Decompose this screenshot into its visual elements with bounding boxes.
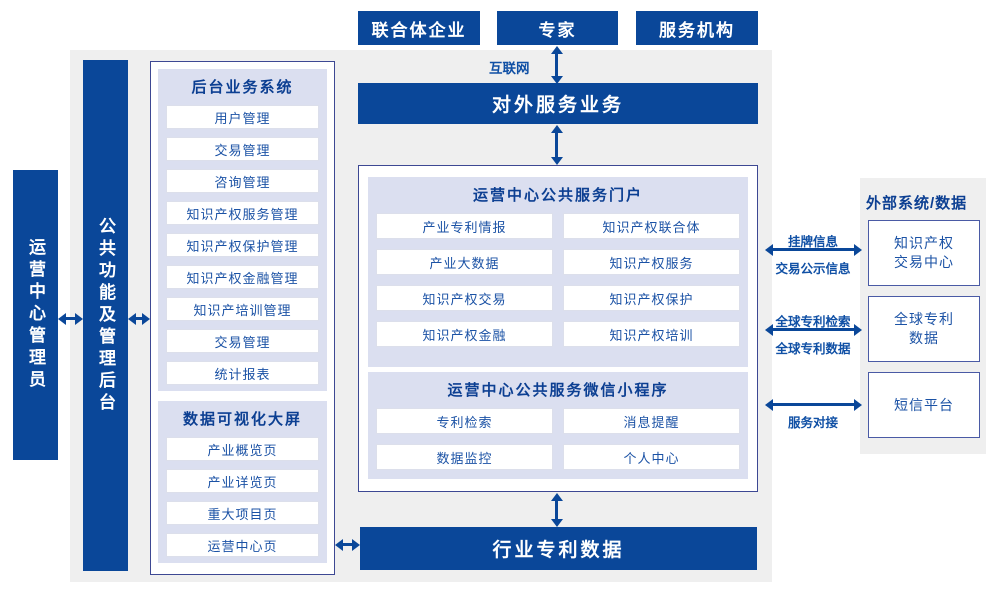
data-viz-panel: 数据可视化大屏 产业概览页 产业详览页 重大项目页 运营中心页 bbox=[158, 401, 327, 563]
node-experts: 专家 bbox=[497, 11, 618, 45]
portal-item: 知识产权联合体 bbox=[563, 213, 740, 239]
backend-item: 用户管理 bbox=[166, 105, 319, 129]
arrow-listing-icon bbox=[765, 243, 862, 256]
backend-item: 交易管理 bbox=[166, 329, 319, 353]
data-viz-item: 运营中心页 bbox=[166, 533, 319, 557]
global-patent-line1: 全球专利 bbox=[894, 311, 954, 327]
ip-trading-line1: 知识产权 bbox=[894, 235, 954, 251]
node-ip-trading-center: 知识产权 交易中心 bbox=[868, 220, 980, 286]
label-listing-info: 挂牌信息 bbox=[787, 235, 838, 249]
bar-external-service: 对外服务业务 bbox=[358, 83, 758, 124]
backend-system-panel: 后台业务系统 用户管理 交易管理 咨询管理 知识产权服务管理 知识产权保护管理 … bbox=[158, 69, 327, 391]
node-global-patent-data: 全球专利 数据 bbox=[868, 296, 980, 362]
internet-label: 互联网 bbox=[489, 61, 530, 76]
miniprogram-panel: 运营中心公共服务微信小程序 专利检索 消息提醒 数据监控 个人中心 bbox=[368, 372, 748, 479]
portal-item: 产业大数据 bbox=[376, 249, 553, 275]
portal-item: 知识产权服务 bbox=[563, 249, 740, 275]
node-sms-platform: 短信平台 bbox=[868, 372, 980, 438]
portal-item: 知识产权金融 bbox=[376, 321, 553, 347]
arrow-service-connect-icon bbox=[765, 398, 862, 411]
portal-item: 知识产权保护 bbox=[563, 285, 740, 311]
global-patent-line2: 数据 bbox=[909, 330, 939, 346]
portal-item: 产业专利情报 bbox=[376, 213, 553, 239]
bar-industry-patent-data: 行业专利数据 bbox=[360, 527, 757, 570]
arrow-admin-to-backend-icon bbox=[58, 312, 83, 325]
backend-item: 交易管理 bbox=[166, 137, 319, 161]
portal-item: 知识产权培训 bbox=[563, 321, 740, 347]
data-viz-item: 产业详览页 bbox=[166, 469, 319, 493]
ip-trading-line2: 交易中心 bbox=[894, 254, 954, 270]
label-global-patent-data: 全球专利数据 bbox=[775, 342, 851, 356]
node-consortium-enterprises: 联合体企业 bbox=[358, 11, 480, 45]
arrow-viz-to-patent-data-icon bbox=[335, 538, 360, 551]
external-systems-title: 外部系统/数据 bbox=[866, 195, 968, 212]
backend-item: 知识产权服务管理 bbox=[166, 201, 319, 225]
backend-item: 统计报表 bbox=[166, 361, 319, 385]
miniprogram-item: 个人中心 bbox=[563, 444, 740, 470]
arrow-backend-to-system-icon bbox=[128, 312, 150, 325]
data-viz-item: 重大项目页 bbox=[166, 501, 319, 525]
node-service-organizations: 服务机构 bbox=[636, 11, 758, 45]
operations-admin-label: 运营中心管理员 bbox=[26, 238, 45, 392]
label-service-connect: 服务对接 bbox=[787, 416, 838, 430]
portal-title: 运营中心公共服务门户 bbox=[472, 187, 643, 204]
arrow-bar-to-portal-icon bbox=[550, 125, 563, 165]
arrow-portal-to-patent-data-icon bbox=[550, 493, 563, 527]
arrow-global-patent-icon bbox=[765, 323, 862, 336]
backend-functions-label: 公共功能及管理后台 bbox=[96, 216, 115, 415]
label-trade-public-info: 交易公示信息 bbox=[775, 262, 851, 276]
node-operations-admin: 运营中心管理员 bbox=[13, 170, 58, 460]
miniprogram-item: 消息提醒 bbox=[563, 408, 740, 434]
miniprogram-item: 专利检索 bbox=[376, 408, 553, 434]
portal-item: 知识产权交易 bbox=[376, 285, 553, 311]
miniprogram-item: 数据监控 bbox=[376, 444, 553, 470]
backend-item: 知识产培训管理 bbox=[166, 297, 319, 321]
arrow-internet-icon bbox=[550, 46, 563, 84]
node-backend-functions: 公共功能及管理后台 bbox=[83, 60, 128, 571]
backend-item: 知识产权金融管理 bbox=[166, 265, 319, 289]
backend-item: 知识产权保护管理 bbox=[166, 233, 319, 257]
sms-platform-line1: 短信平台 bbox=[894, 396, 954, 413]
data-viz-item: 产业概览页 bbox=[166, 437, 319, 461]
backend-system-title: 后台业务系统 bbox=[191, 79, 294, 96]
label-global-patent-search: 全球专利检索 bbox=[775, 315, 851, 329]
backend-item: 咨询管理 bbox=[166, 169, 319, 193]
portal-panel: 运营中心公共服务门户 产业专利情报 知识产权联合体 产业大数据 知识产权服务 知… bbox=[368, 177, 748, 367]
data-viz-title: 数据可视化大屏 bbox=[182, 411, 302, 428]
miniprogram-title: 运营中心公共服务微信小程序 bbox=[447, 382, 669, 399]
